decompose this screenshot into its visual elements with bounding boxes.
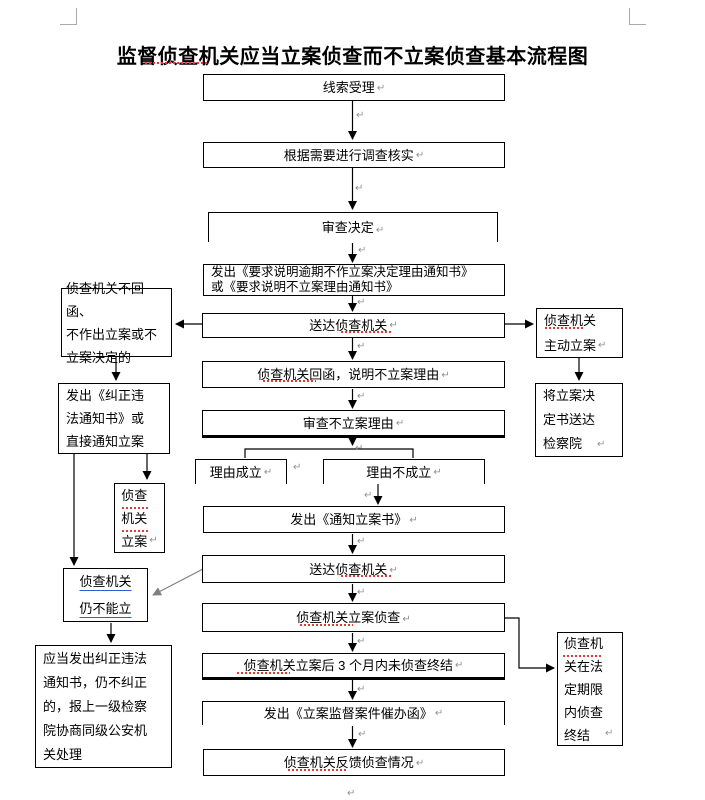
page-corner-mark-top-right xyxy=(629,8,646,25)
paragraph-mark: ↵ xyxy=(357,536,366,547)
spellcheck-squiggle xyxy=(263,380,316,382)
paragraph-mark: ↵ xyxy=(149,535,158,546)
spellcheck-squiggle xyxy=(122,530,149,532)
node-label: 侦查机关立案侦查 xyxy=(296,610,401,625)
spellcheck-squiggle xyxy=(122,507,149,509)
node-no-reply-no-decision: 侦查机关不回函、 不作出立案或不 立案决定的 xyxy=(61,281,172,365)
node-label: 送达侦查机关 xyxy=(309,318,388,333)
paragraph-mark: ↵ xyxy=(434,708,444,719)
node-deliver-decision-procuratorate: 将立案决 定书送达 检察院↵ xyxy=(535,383,623,457)
node-notify-case-filing: 发出《通知立案书》↵ xyxy=(203,506,505,533)
node-organ-files-case: 侦查 机关 立案↵ xyxy=(114,483,165,553)
paragraph-mark: ↵ xyxy=(441,370,450,381)
paragraph-mark: ↵ xyxy=(605,728,614,739)
paragraph-mark: ↵ xyxy=(395,418,405,429)
page-corner-mark-top-left xyxy=(60,8,77,25)
node-label: 侦查机关 仍不能立 xyxy=(79,574,132,616)
node-urge-letter: 发出《立案监督案件催办函》↵ xyxy=(202,701,505,725)
paragraph-mark: ↵ xyxy=(293,462,302,473)
node-still-cannot-file: 侦查机关 仍不能立 xyxy=(63,568,148,622)
paragraph-mark: ↵ xyxy=(409,515,418,526)
spellcheck-squiggle xyxy=(341,575,393,577)
paragraph-mark: ↵ xyxy=(355,183,364,194)
spellcheck-squiggle xyxy=(300,624,353,626)
node-label: 线索受理 xyxy=(322,80,375,95)
node-label: 侦查机 关在法 定期限 内侦查 终结 xyxy=(564,635,604,743)
paragraph-mark: ↵ xyxy=(357,587,366,598)
node-label: 理由成立 xyxy=(209,464,262,480)
paragraph-mark: ↵ xyxy=(415,150,425,161)
paragraph-mark: ↵ xyxy=(347,788,356,799)
node-label: 将立案决 定书送达 检察院 xyxy=(543,388,596,451)
paragraph-mark: ↵ xyxy=(357,297,366,308)
node-label: 侦查机关立案后 3 个月内未侦查终结 xyxy=(243,658,454,673)
node-label: 侦查机关回函，说明不立案理由 xyxy=(257,367,440,382)
paragraph-mark: ↵ xyxy=(358,245,367,256)
paragraph-mark: ↵ xyxy=(376,83,386,94)
node-reason-valid: 理由成立↵ xyxy=(195,459,287,484)
node-correction-notice: 发出《纠正违 法通知书》或 直接通知立案 xyxy=(58,383,170,454)
node-label: 理由不成立 xyxy=(366,464,432,480)
paragraph-mark: ↵ xyxy=(455,660,464,671)
paragraph-mark: ↵ xyxy=(358,729,367,740)
spellcheck-squiggle xyxy=(563,655,603,657)
node-label: 根据需要进行调查核实 xyxy=(283,147,414,163)
node-three-months-unfinished: 侦查机关立案后 3 个月内未侦查终结↵ xyxy=(202,653,505,680)
node-case-filed-investigation: 侦查机关立案侦查↵ xyxy=(202,603,505,632)
node-feedback-status: 侦查机关反馈侦查情况↵ xyxy=(203,749,505,776)
paragraph-mark: ↵ xyxy=(433,467,442,478)
spellcheck-squiggle xyxy=(341,331,393,333)
paragraph-mark: ↵ xyxy=(375,225,385,236)
node-review-no-case-reason: 审查不立案理由↵ xyxy=(202,410,505,438)
paragraph-mark: ↵ xyxy=(402,614,411,625)
paragraph-mark: ↵ xyxy=(357,391,366,402)
node-report-superior-procuratorate: 应当发出纠正违法 通知书，仍不纠正 的，报上一级检察 院协商同级公安机 关处理 xyxy=(35,645,172,768)
node-label: 审查决定 xyxy=(321,220,374,235)
node-label: 发出《立案监督案件催办函》 xyxy=(263,706,433,721)
node-organ-reply: 侦查机关回函，说明不立案理由↵ xyxy=(202,361,505,388)
spellcheck-squiggle xyxy=(288,769,346,771)
node-reason-invalid: 理由不成立↵ xyxy=(323,459,485,484)
paragraph-mark: ↵ xyxy=(356,110,365,121)
paragraph-mark: ↵ xyxy=(389,565,398,576)
paragraph-mark: ↵ xyxy=(389,320,398,331)
node-label: 发出《要求说明逾期不作立案决定理由通知书》 或《要求说明不立案理由通知书》 xyxy=(211,265,474,294)
node-label: 发出《纠正违 法通知书》或 直接通知立案 xyxy=(66,388,145,449)
node-label: 应当发出纠正违法 通知书，仍不纠正 的，报上一级检察 院协商同级公安机 关处理 xyxy=(43,650,148,762)
node-clue-acceptance: 线索受理↵ xyxy=(203,74,505,101)
node-label: 送达侦查机关 xyxy=(309,561,388,577)
page-title: 监督侦查机关应当立案侦查而不立案侦查基本流程图 xyxy=(116,46,589,68)
node-label: 侦查机关 主动立案 xyxy=(544,313,597,353)
node-label: 侦查机关反馈侦查情况 xyxy=(283,755,414,770)
paragraph-mark: ↵ xyxy=(263,467,273,478)
node-label: 侦查 机关 立案 xyxy=(121,487,148,549)
node-deliver-investigation-organ-2: 送达侦查机关↵ xyxy=(202,555,505,583)
paragraph-mark: ↵ xyxy=(598,340,607,351)
node-deliver-investigation-organ-1: 送达侦查机关↵ xyxy=(202,313,505,338)
node-investigate-verify: 根据需要进行调查核实↵ xyxy=(203,142,505,168)
paragraph-mark: ↵ xyxy=(357,341,366,352)
paragraph-mark: ↵ xyxy=(355,443,364,454)
paragraph-mark: ↵ xyxy=(415,758,425,769)
spellcheck-squiggle xyxy=(145,62,207,64)
paragraph-mark: ↵ xyxy=(364,490,373,501)
node-issue-notice: 发出《要求说明逾期不作立案决定理由通知书》 或《要求说明不立案理由通知书》 xyxy=(203,264,505,296)
paragraph-mark: ↵ xyxy=(357,636,366,647)
spellcheck-squiggle xyxy=(237,672,290,674)
node-label: 侦查机关不回函、 不作出立案或不 立案决定的 xyxy=(66,280,158,365)
paragraph-mark: ↵ xyxy=(597,439,606,450)
node-label: 发出《通知立案书》 xyxy=(290,512,408,527)
paragraph-mark: ↵ xyxy=(357,684,366,695)
node-review-decision: 审查决定↵ xyxy=(208,212,498,242)
node-label: 审查不立案理由 xyxy=(302,415,394,431)
node-proactive-filing: 侦查机关 主动立案↵ xyxy=(536,308,623,358)
node-conclude-within-legal-term: 侦查机 关在法 定期限 内侦查 终结↵ xyxy=(557,632,623,746)
gray-diagonal-connector xyxy=(152,568,204,596)
spellcheck-squiggle xyxy=(545,327,585,329)
